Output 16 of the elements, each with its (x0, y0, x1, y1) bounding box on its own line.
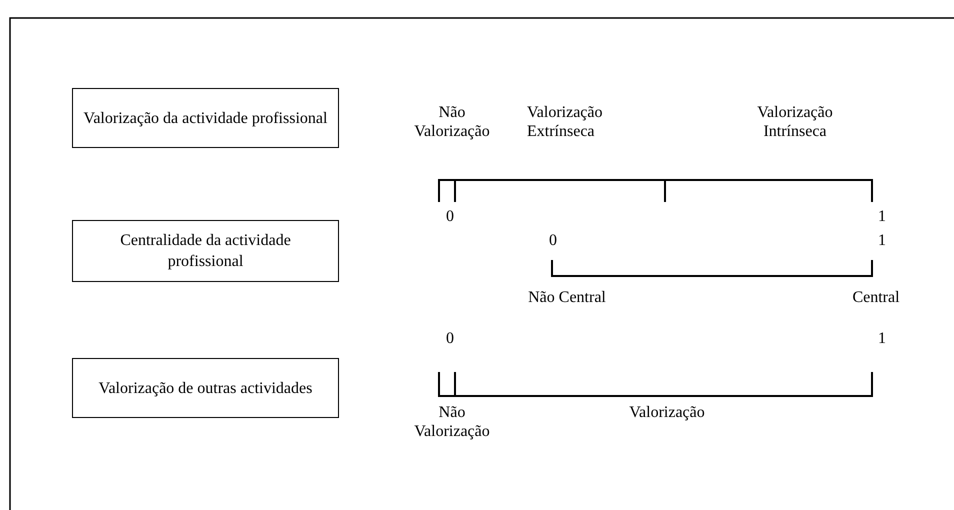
scale-value: 1 (878, 329, 886, 348)
label-box: Valorização da actividade profissional (72, 88, 339, 148)
scale-label: Não Valorização (413, 103, 491, 141)
scale-label: Não Central (528, 288, 606, 307)
scale-label: Valorização (629, 403, 705, 422)
scale-value: 0 (446, 329, 454, 348)
scale-label: Não Valorização (413, 403, 491, 441)
scale-label: Central (852, 288, 900, 307)
scale-value: 0 (549, 231, 557, 250)
scale-label: Valorização Extrínseca (527, 103, 604, 141)
label-box: Centralidade da actividade profissional (72, 220, 339, 282)
scale-label: Valorização Intrínseca (756, 103, 834, 141)
scale-value: 1 (878, 207, 886, 226)
scale-value: 0 (446, 207, 454, 226)
label-box: Valorização de outras actividades (72, 358, 339, 418)
scale-value: 1 (878, 231, 886, 250)
